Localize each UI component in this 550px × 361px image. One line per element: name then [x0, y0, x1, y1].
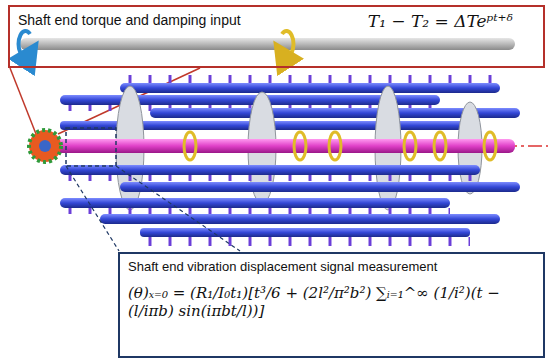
formula: (θ)ₓ₌₀ = (R₁/I₀t₁)[t³/6 + (2l²/π²b²) ∑ᵢ₌… [128, 284, 533, 320]
input-shaft [20, 38, 515, 50]
leader-line [66, 166, 119, 251]
shaft-end-gear [29, 130, 61, 162]
box-heading: Shaft end torque and damping input [18, 12, 308, 28]
formula: T₁ − T₂ = ΔTeᵖᵗ⁺ᵟ [293, 11, 513, 31]
damping-arrow [282, 31, 293, 57]
front-rods [60, 165, 520, 246]
measure-window [66, 128, 116, 166]
coils [184, 132, 496, 160]
shaft-end-hub [39, 140, 51, 152]
box-heading: Shaft end vibration displacement signal … [128, 259, 533, 274]
torque-arrow [19, 31, 30, 57]
leader-line [10, 68, 36, 134]
input-box: Shaft end torque and damping inputT₁ − T… [8, 5, 545, 68]
leader-line [116, 166, 240, 251]
measurement-box: Shaft end vibration displacement signal … [118, 252, 545, 358]
